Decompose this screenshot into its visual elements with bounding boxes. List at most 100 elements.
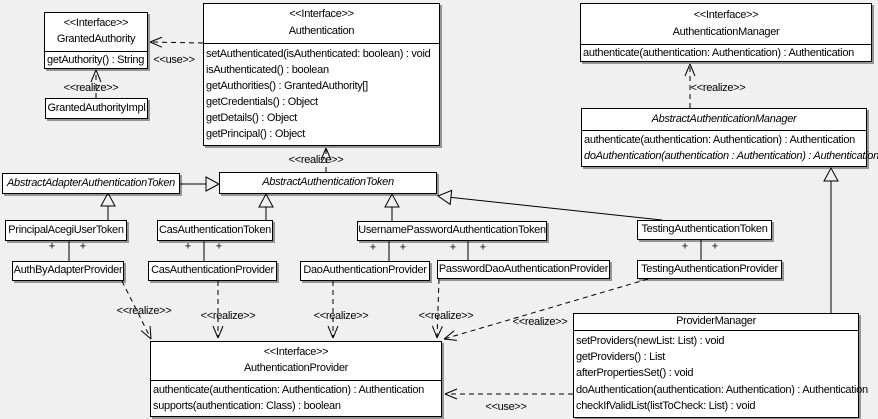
class-dao-authentication-provider[interactable]: DaoAuthenticationProvider	[300, 261, 430, 281]
edge-realize-grantedauthorityimpl-grantedauthority[interactable]	[90, 69, 102, 98]
class-name: PasswordDaoAuthenticationProvider	[438, 262, 609, 275]
edge-line	[149, 41, 204, 44]
class-testing-authentication-token[interactable]: TestingAuthenticationToken	[637, 220, 772, 240]
edge-use-providermanager-authenticationprovider[interactable]	[444, 388, 573, 400]
association-plus-marker: +	[48, 240, 56, 253]
edge-realize-abstractauthenticationmanager-authenticationmanager[interactable]	[684, 63, 696, 108]
method-label: setAuthenticated(isAuthenticated: boolea…	[206, 48, 431, 60]
name-compartment: PasswordDaoAuthenticationProvider	[438, 261, 609, 278]
method-label: afterPropertiesSet() : void	[576, 367, 694, 380]
open-arrowhead-icon	[320, 147, 327, 161]
association-plus-marker: +	[184, 240, 192, 253]
stereotype-label: <<Interface>>	[693, 8, 759, 21]
methods-compartment: authenticate(authentication: Authenticat…	[151, 381, 441, 416]
method-label: isAuthenticated() : boolean	[206, 64, 329, 76]
class-granted-authority-impl[interactable]: GrantedAuthorityImpl	[45, 98, 148, 119]
open-arrowhead-icon	[212, 325, 219, 339]
class-password-dao-authentication-provider[interactable]: PasswordDaoAuthenticationProvider	[437, 260, 610, 279]
class-cas-authentication-provider[interactable]: CasAuthenticationProvider	[148, 261, 277, 281]
name-compartment: UsernamePasswordAuthenticationToken	[358, 222, 546, 240]
generalization-triangle-icon	[384, 192, 400, 208]
edge-realize-passworddaoprovider-authenticationprovider[interactable]	[431, 278, 443, 339]
class-abstract-authentication-token[interactable]: AbstractAuthenticationToken	[219, 172, 437, 194]
methods-compartment: getAuthority() : String	[45, 52, 147, 68]
class-username-password-authentication-token[interactable]: UsernamePasswordAuthenticationToken	[357, 221, 547, 241]
edge-label-realize: <<realize>>	[313, 310, 369, 322]
method-label: getAuthorities() : GrantedAuthority[]	[206, 80, 368, 92]
name-compartment: AbstractAdapterAuthenticationToken	[3, 174, 179, 193]
edge-gen-abstractadaptertoken-abstractauthenticationtoken[interactable]	[180, 176, 221, 192]
open-arrowhead-icon	[327, 325, 334, 339]
methods-compartment: setAuthenticated(isAuthenticated: boolea…	[204, 44, 439, 145]
edge-gen-providermanager-abstractauthenticationmanager[interactable]	[823, 166, 839, 313]
class-authentication[interactable]: <<Interface>>Authentication setAuthentica…	[203, 3, 440, 146]
name-compartment: GrantedAuthorityImpl	[46, 99, 147, 118]
name-compartment: <<Interface>>Authentication	[204, 4, 439, 44]
class-name: CasAuthenticationToken	[158, 223, 272, 236]
method-label: getCredentials() : Object	[206, 96, 318, 108]
edge-gen-principalacegiusertoken-abstractadaptertoken[interactable]	[100, 191, 116, 220]
open-arrowhead-icon	[689, 63, 696, 77]
class-cas-authentication-token[interactable]: CasAuthenticationToken	[157, 220, 273, 241]
methods-compartment: authenticate(authentication: Authenticat…	[582, 131, 878, 166]
class-name: AuthByAdapterProvider	[13, 264, 123, 277]
class-granted-authority[interactable]: <<Interface>> GrantedAuthority getAuthorit…	[44, 12, 148, 69]
edge-realize-testingprovider-authenticationprovider[interactable]	[443, 278, 649, 341]
generalization-triangle-icon	[436, 189, 453, 206]
name-compartment: TestingAuthenticationToken	[638, 221, 771, 239]
association-plus-marker: +	[79, 240, 87, 253]
association-plus-marker: +	[681, 240, 689, 253]
method-label: authenticate(authentication: Authenticat…	[584, 134, 855, 147]
class-name: AbstractAdapterAuthenticationToken	[7, 176, 175, 189]
stereotype-label: <<Interface>>	[289, 8, 354, 21]
class-name: DaoAuthenticationProvider	[303, 264, 427, 277]
open-arrowhead-icon	[325, 147, 332, 161]
open-arrowhead-icon	[149, 41, 163, 48]
edge-realize-authbyadapterprovider-authenticationprovider[interactable]	[121, 280, 152, 340]
class-abstract-adapter-authentication-token[interactable]: AbstractAdapterAuthenticationToken	[2, 173, 180, 194]
class-principal-acegi-user-token[interactable]: PrincipalAcegiUserToken	[5, 220, 127, 241]
methods-compartment: authenticate(authentication: Authenticat…	[581, 45, 871, 61]
method-label: doAuthentication(authentication: Authent…	[576, 383, 868, 396]
name-compartment: AbstractAuthenticationToken	[220, 173, 436, 193]
class-name: GrantedAuthority	[56, 33, 136, 46]
edge-gen-testingauthenticationtoken-abstractauthenticationtoken[interactable]	[436, 189, 663, 221]
open-arrowhead-icon	[684, 63, 691, 77]
class-name: TestingAuthenticationProvider	[641, 262, 778, 275]
open-arrowhead-icon	[217, 325, 224, 339]
edge-label-realize: <<realize>>	[690, 82, 746, 94]
class-name: AbstractAuthenticationManager	[651, 112, 797, 125]
open-arrowhead-icon	[431, 325, 438, 339]
open-arrowhead-icon	[436, 325, 443, 339]
class-auth-by-adapter-provider[interactable]: AuthByAdapterProvider	[12, 261, 124, 281]
open-arrowhead-icon	[332, 325, 339, 339]
name-compartment: PrincipalAcegiUserToken	[6, 221, 126, 240]
name-compartment: ProviderManager	[574, 314, 858, 331]
stereotype-label: <<Interface>>	[63, 16, 129, 29]
edge-gen-usernamepasswordtoken-abstractauthenticationtoken[interactable]	[384, 192, 400, 221]
method-label: doAuthentication(authentication : Authen…	[584, 149, 878, 162]
edge-realize-casprovider-authenticationprovider[interactable]	[212, 281, 224, 339]
open-arrowhead-icon	[149, 325, 152, 340]
open-arrowhead-icon	[140, 330, 152, 340]
association-plus-marker: +	[369, 241, 377, 254]
open-arrowhead-icon	[90, 69, 97, 83]
open-arrowhead-icon	[444, 388, 458, 395]
association-plus-marker: +	[215, 240, 223, 253]
class-testing-authentication-provider[interactable]: TestingAuthenticationProvider	[637, 260, 782, 279]
class-abstract-authentication-manager[interactable]: AbstractAuthenticationManager authenticat…	[581, 108, 878, 167]
edge-use-authentication-grantedauthority[interactable]	[149, 36, 204, 48]
association-plus-marker: +	[479, 241, 487, 254]
association-plus-marker: +	[399, 241, 407, 254]
edge-label-realize: <<realize>>	[418, 310, 474, 322]
name-compartment: TestingAuthenticationProvider	[638, 261, 781, 278]
edge-realize-abstractauthenticationtoken-authentication[interactable]	[320, 147, 332, 172]
class-name: PrincipalAcegiUserToken	[8, 223, 124, 236]
edge-realize-daoprovider-authenticationprovider[interactable]	[327, 281, 339, 339]
edge-gen-casauthenticationtoken-abstractauthenticationtoken[interactable]	[258, 192, 274, 220]
